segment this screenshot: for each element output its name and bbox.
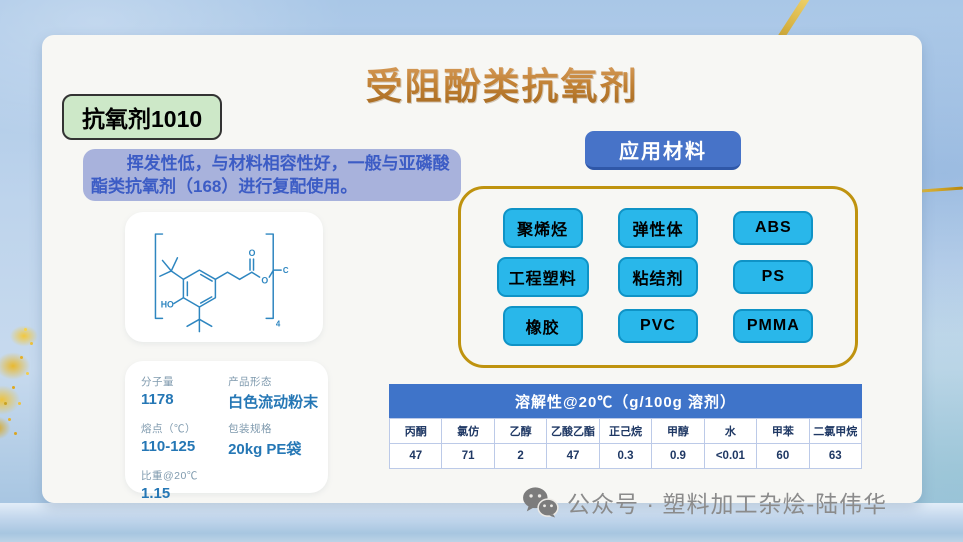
- solubility-value: 47: [390, 443, 443, 468]
- solvent-header: 水: [704, 418, 758, 443]
- cap-atom-label: C: [283, 266, 289, 275]
- page-title: 受阻酚类抗氧剂: [302, 56, 702, 110]
- applications-header: 应用材料: [585, 131, 741, 170]
- chemical-structure-card: HO O O C 4: [125, 212, 323, 342]
- solubility-value: 0.9: [652, 443, 705, 468]
- chemical-structure-diagram: HO O O C 4: [154, 233, 289, 333]
- carbonyl-oxygen-label: O: [249, 248, 256, 258]
- gold-accent-line-right: [920, 186, 963, 193]
- solubility-value: 71: [442, 443, 495, 468]
- solubility-value: 47: [547, 443, 600, 468]
- application-item-pvc: PVC: [617, 309, 698, 344]
- property-product-form: 产品形态 白色流动粉末: [228, 374, 324, 412]
- application-item-ps: PS: [733, 259, 814, 294]
- solubility-table: 溶解性@20℃（g/100g 溶剂） 丙酮 氯仿 乙醇 乙酸乙酯 正己烷 甲醇 …: [389, 384, 862, 469]
- application-item-adhesive: 粘结剂: [617, 256, 698, 297]
- description-box: 挥发性低，与材料相容性好，一般与亚磷酸酯类抗氧剂（168）进行复配使用。: [83, 149, 461, 201]
- repeat-subscript-label: 4: [276, 319, 281, 328]
- property-value: 20kg PE袋: [228, 441, 302, 458]
- solubility-table-grid: 丙酮 氯仿 乙醇 乙酸乙酯 正己烷 甲醇 水 甲苯 二氯甲烷 47 71 2 4…: [389, 418, 862, 469]
- property-specific-gravity: 比重@20℃ 1.15: [141, 468, 226, 502]
- background-bottom-band: [0, 503, 963, 542]
- ester-oxygen-label: O: [261, 276, 268, 286]
- application-item-abs: ABS: [733, 210, 814, 245]
- property-value: 白色流动粉末: [228, 394, 319, 411]
- product-name-badge: 抗氧剂1010: [62, 94, 223, 140]
- solvent-header: 氯仿: [442, 418, 495, 443]
- solubility-value: <0.01: [704, 443, 758, 468]
- slide-card: 受阻酚类抗氧剂 抗氧剂1010 挥发性低，与材料相容性好，一般与亚磷酸酯类抗氧剂…: [42, 35, 922, 503]
- solvent-header: 正己烷: [599, 418, 653, 443]
- solubility-table-title: 溶解性@20℃（g/100g 溶剂）: [389, 384, 862, 418]
- application-item-engineering-plastic: 工程塑料: [496, 256, 589, 297]
- property-packaging: 包装规格 20kg PE袋: [228, 421, 324, 459]
- wechat-icon: [523, 487, 559, 518]
- hydroxyl-label: HO: [161, 299, 174, 309]
- watermark-footer: 公众号 · 塑料加工杂烩-陆伟华: [521, 485, 887, 519]
- property-label: 产品形态: [228, 376, 273, 388]
- solvent-header: 甲醇: [652, 418, 705, 443]
- solvent-header: 乙酸乙酯: [547, 418, 600, 443]
- solvent-header: 丙酮: [390, 418, 443, 443]
- solvent-header: 二氯甲烷: [809, 418, 862, 443]
- property-value: 110-125: [141, 438, 196, 455]
- application-item-polyolefin: 聚烯烃: [502, 207, 583, 248]
- solvent-header: 乙醇: [494, 418, 548, 443]
- property-value: 1.15: [141, 485, 171, 502]
- property-melting-point: 熔点（℃） 110-125: [141, 421, 226, 459]
- solubility-value: 60: [757, 443, 810, 468]
- solvent-header: 甲苯: [757, 418, 810, 443]
- application-item-pmma: PMMA: [733, 309, 814, 344]
- gold-glitter-decoration: [0, 320, 50, 448]
- watermark-text: 公众号 · 塑料加工杂烩-陆伟华: [567, 491, 888, 517]
- application-item-rubber: 橡胶: [502, 306, 583, 347]
- solubility-value: 63: [809, 443, 862, 468]
- application-item-elastomer: 弹性体: [617, 207, 698, 248]
- property-label: 比重@20℃: [141, 470, 198, 482]
- solubility-value: 0.3: [599, 443, 653, 468]
- solubility-value: 2: [494, 443, 548, 468]
- property-label: 分子量: [141, 376, 174, 388]
- property-label: 熔点（℃）: [141, 423, 196, 435]
- applications-grid: 聚烯烃 弹性体 ABS 工程塑料 粘结剂 PS 橡胶 PVC PMMA: [458, 186, 858, 368]
- property-molecular-weight: 分子量 1178: [141, 374, 226, 412]
- property-label: 包装规格: [228, 423, 273, 435]
- property-value: 1178: [141, 391, 174, 408]
- properties-card: 分子量 1178 产品形态 白色流动粉末 熔点（℃） 110-125 包装规格 …: [125, 361, 328, 502]
